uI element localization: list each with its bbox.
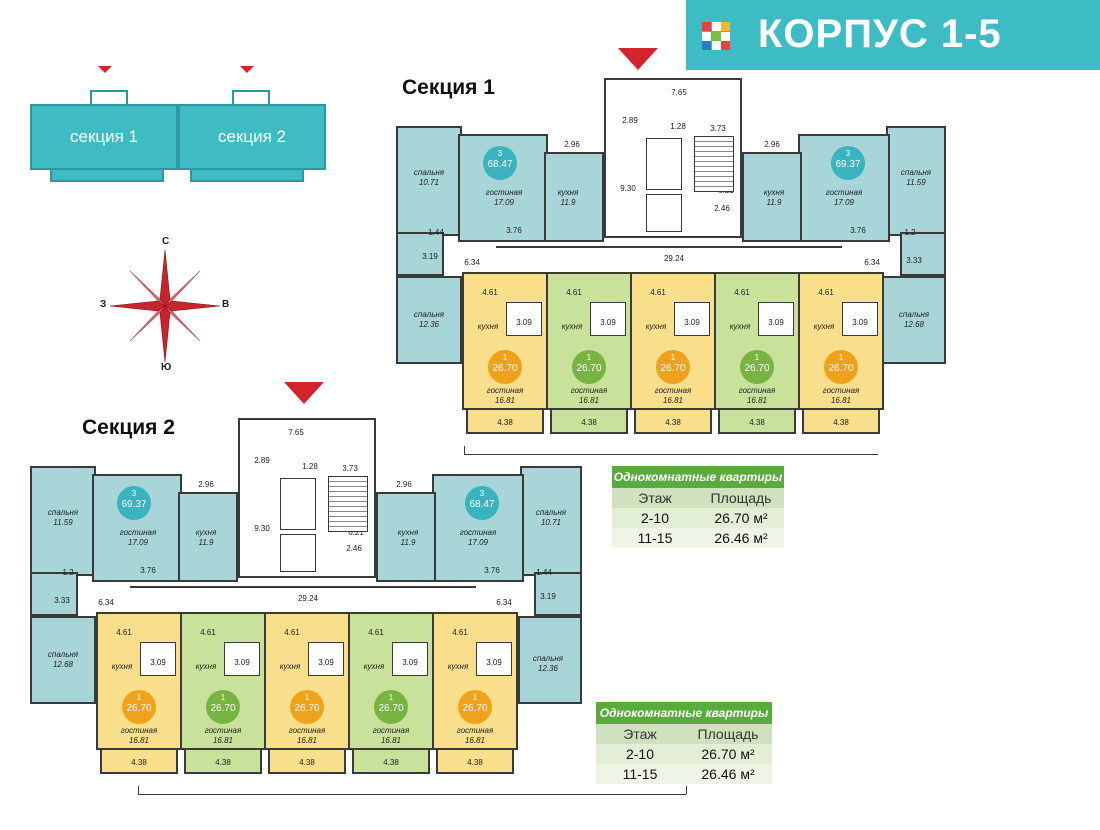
entrance-marker-icon [284,382,324,404]
entrance-marker-icon [98,66,112,73]
compass-north: С [162,236,170,247]
floor-plan-section-2: 7.65 2.89 1.28 3.73 9.30 6.21 2.46 спаль… [30,416,586,796]
header-banner [686,0,1100,70]
entrance-marker-icon [240,66,254,73]
logo-icon [702,22,730,50]
section-1-title: Секция 1 [402,76,495,99]
entrance-marker-icon [618,48,658,70]
key-plan: секция 1 секция 2 [30,66,330,186]
compass-south: Ю [161,362,172,373]
compass-rose-icon [109,249,221,363]
key-plan-section-1: секция 1 [30,104,178,170]
floor-plan-section-1: 7.65 2.89 1.28 3.73 9.30 6.21 2.46 спаль… [396,76,946,456]
compass-west: З [100,299,107,310]
section-2-title: Секция 2 [82,416,175,439]
key-plan-section-2: секция 2 [178,104,326,170]
one-room-table-2: Однокомнатные квартиры Этаж Площадь 2-10… [596,702,772,784]
one-room-table-1: Однокомнатные квартиры Этаж Площадь 2-10… [612,466,784,548]
compass: С Ю З В [100,236,230,376]
page-title: КОРПУС 1-5 [758,12,1002,56]
compass-east: В [222,299,230,310]
